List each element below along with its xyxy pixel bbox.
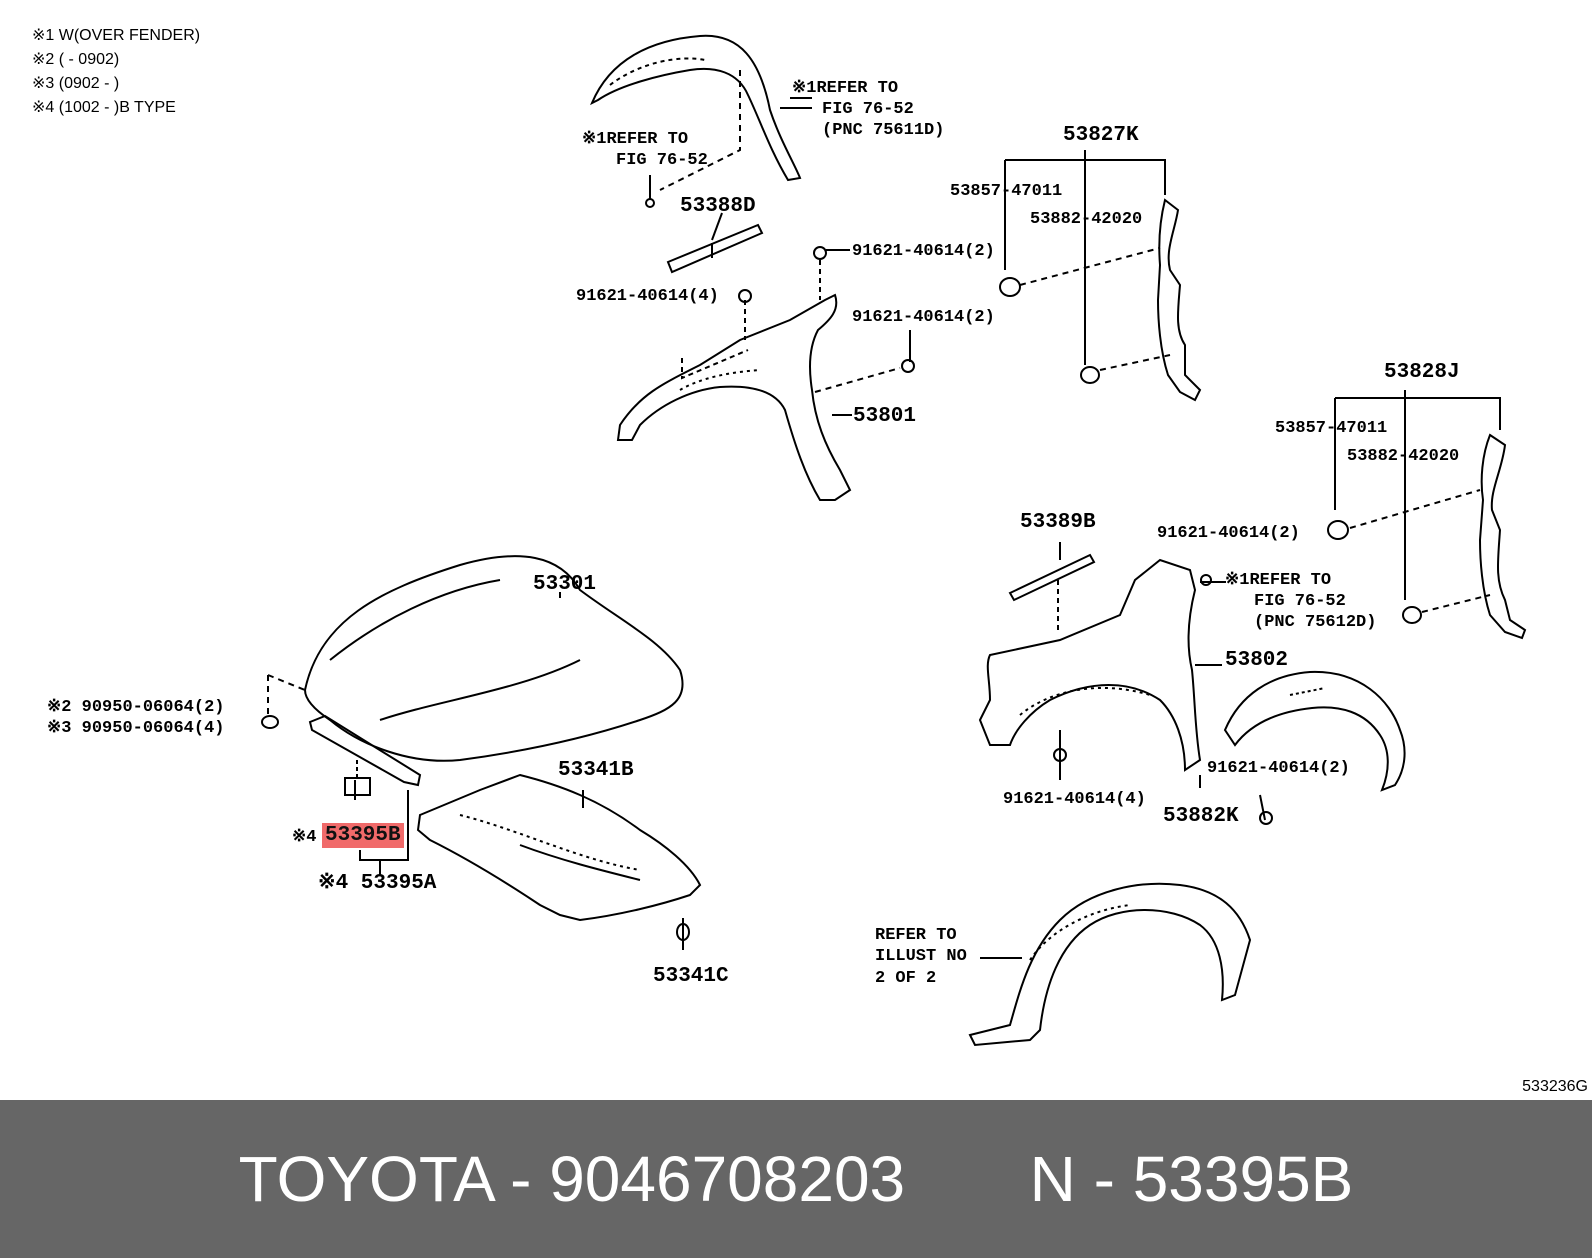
label-refer-c: ※1REFER TO [1225,571,1332,590]
hood-53301 [303,555,684,762]
highlighted-part-53395b[interactable]: 53395B [322,823,404,848]
part-53857-47011-a[interactable]: 53857-47011 [950,182,1063,201]
part-53395b[interactable]: 53395B [322,823,404,848]
part-53395a[interactable]: ※4 53395A [318,872,437,895]
label-refer-b: ※1REFER TO [582,130,689,149]
label-refer-c-fig: FIG 76-52 [1254,592,1346,611]
over-fender-top [590,34,802,182]
note-3: ※3 (0902 - ) [32,75,120,92]
part-53882k[interactable]: 53882K [1163,805,1239,828]
strip-53388d [666,223,764,274]
part-53882-42020-b[interactable]: 53882-42020 [1347,447,1460,466]
note-1: ※1 W(OVER FENDER) [32,27,201,44]
part-53801[interactable]: 53801 [853,405,917,428]
part-91621-40614-2-b[interactable]: 91621-40614(2) [852,308,995,327]
bracket-53828j [1478,433,1527,640]
strip-53389b [1008,553,1096,602]
label-refer-illust: REFER TO [875,926,957,945]
label-refer-illust-page: 2 OF 2 [875,969,937,988]
fender-53802 [978,558,1202,772]
part-91621-40614-2-a[interactable]: 91621-40614(2) [852,242,995,261]
label-refer-illust-no: ILLUST NO [875,947,967,966]
label-refer-a: ※1REFER TO [792,79,899,98]
part-91621-40614-4-a[interactable]: 91621-40614(4) [576,287,719,306]
fender-53801 [616,293,852,501]
part-91621-40614-4-b[interactable]: 91621-40614(4) [1003,790,1146,809]
part-53388d[interactable]: 53388D [680,195,756,218]
part-53341b[interactable]: 53341B [558,759,634,782]
part-53827k[interactable]: 53827K [1063,124,1139,147]
insulator-53341b [416,773,702,922]
part-53301[interactable]: 53301 [533,573,597,596]
footer-bar: TOYOTA - 9046708203 N - 53395B [0,1100,1592,1258]
drawing-id: 533236G [1522,1078,1588,1095]
parts-diagram [261,34,1527,1047]
label-refer-a-pnc: (PNC 75611D) [822,121,945,140]
part-91621-40614-2-d[interactable]: 91621-40614(2) [1207,759,1350,778]
seal-53395a [308,714,422,787]
part-90950-06064-2[interactable]: ※2 90950-06064(2) [47,698,225,717]
part-53882-42020-a[interactable]: 53882-42020 [1030,210,1143,229]
fender-liner [968,882,1252,1047]
footer-caption: TOYOTA - 9046708203 N - 53395B [0,1100,1592,1258]
label-refer-c-pnc: (PNC 75612D) [1254,613,1377,632]
footer-text: TOYOTA - 9046708203 N - 53395B [238,1143,1354,1215]
label-refer-a-fig: FIG 76-52 [822,100,914,119]
label-refer-b-fig: FIG 76-52 [616,151,708,170]
part-53828j[interactable]: 53828J [1384,361,1460,384]
part-53389b[interactable]: 53389B [1020,511,1096,534]
part-91621-40614-2-c[interactable]: 91621-40614(2) [1157,524,1300,543]
part-53395b-prefix: ※4 [292,828,317,847]
bracket-53827k [1156,198,1202,402]
note-2: ※2 ( - 0902) [32,51,120,68]
part-53341c[interactable]: 53341C [653,965,729,988]
note-4: ※4 (1002 - )B TYPE [32,99,176,116]
part-90950-06064-4[interactable]: ※3 90950-06064(4) [47,719,225,738]
part-53802[interactable]: 53802 [1225,649,1289,672]
part-53857-47011-b[interactable]: 53857-47011 [1275,419,1388,438]
over-fender-right [1223,670,1406,792]
